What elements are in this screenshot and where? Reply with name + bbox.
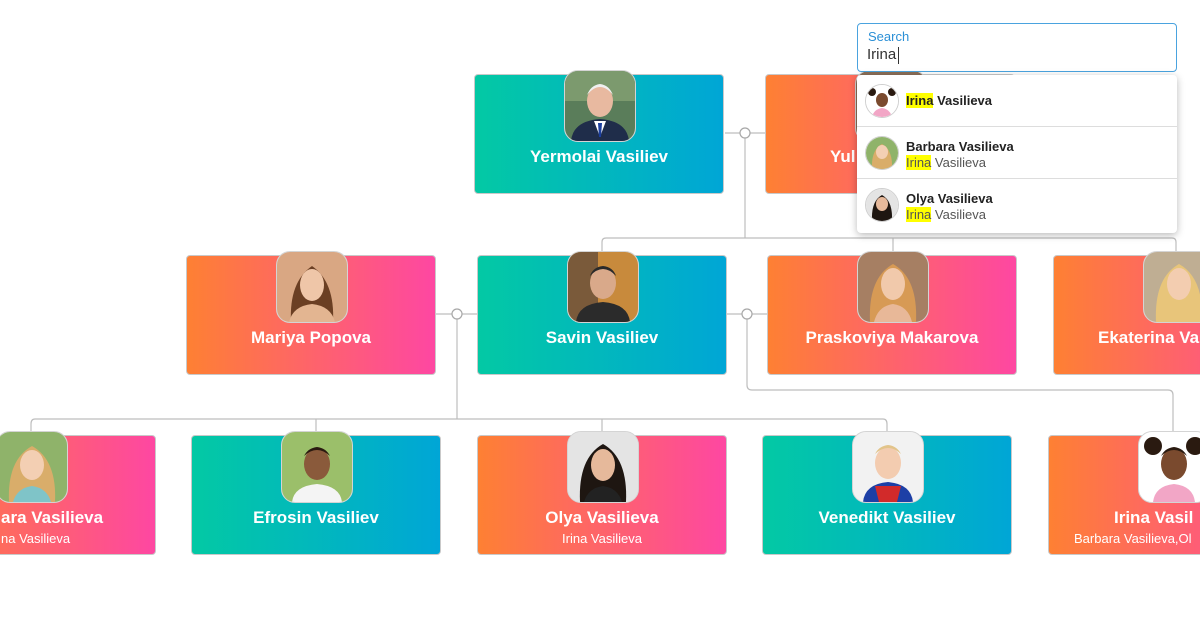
node-name: Ekaterina Va <box>1098 328 1200 348</box>
search-result-item[interactable]: Irina Vasilieva <box>857 75 1177 127</box>
search-input[interactable] <box>867 46 1162 63</box>
result-title: Olya Vasilieva <box>906 191 993 206</box>
node-mariya-popova[interactable]: Mariya Popova <box>186 255 436 375</box>
avatar <box>865 84 899 118</box>
avatar <box>865 188 899 222</box>
node-name: Mariya Popova <box>187 328 435 348</box>
avatar <box>276 251 348 323</box>
node-yermolai-vasiliev[interactable]: Yermolai Vasiliev <box>474 74 724 194</box>
avatar <box>1143 251 1200 323</box>
node-name: Efrosin Vasiliev <box>192 508 440 528</box>
result-title: Irina Vasilieva <box>906 93 992 108</box>
node-praskoviya-makarova[interactable]: Praskoviya Makarova <box>767 255 1017 375</box>
avatar <box>567 431 639 503</box>
node-name: Yermolai Vasiliev <box>475 147 723 167</box>
avatar <box>567 251 639 323</box>
node-efrosin-vasiliev[interactable]: Efrosin Vasiliev <box>191 435 441 555</box>
node-name: Venedikt Vasiliev <box>763 508 1011 528</box>
avatar <box>852 431 924 503</box>
search-result-item[interactable]: Olya Vasilieva Irina Vasilieva <box>857 179 1177 233</box>
avatar <box>1138 431 1200 503</box>
result-title: Barbara Vasilieva <box>906 139 1014 154</box>
node-olya-vasilieva[interactable]: Olya Vasilieva Irina Vasilieva <box>477 435 727 555</box>
node-name: Irina Vasil <box>1114 508 1200 528</box>
search-box[interactable]: Search <box>857 23 1177 72</box>
node-subtitle: Irina Vasilieva <box>478 531 726 546</box>
node-ekaterina[interactable]: Ekaterina Va <box>1053 255 1200 375</box>
node-savin-vasiliev[interactable]: Savin Vasiliev <box>477 255 727 375</box>
node-name: ara Vasilieva <box>1 508 155 528</box>
node-name: Praskoviya Makarova <box>768 328 1016 348</box>
node-irina-vasilieva[interactable]: Irina Vasil Barbara Vasilieva,Ol <box>1048 435 1200 555</box>
result-subtitle: Irina Vasilieva <box>906 155 986 170</box>
result-subtitle: Irina Vasilieva <box>906 207 986 222</box>
avatar <box>857 251 929 323</box>
node-barbara-vasilieva[interactable]: ara Vasilieva na Vasilieva <box>0 435 156 555</box>
search-label: Search <box>868 29 909 44</box>
search-result-item[interactable]: Barbara Vasilieva Irina Vasilieva <box>857 127 1177 179</box>
search-results-dropdown: Irina Vasilieva Barbara Vasilieva Irina … <box>857 75 1177 233</box>
node-subtitle: na Vasilieva <box>1 531 155 546</box>
text-caret <box>898 47 899 64</box>
avatar <box>281 431 353 503</box>
node-name: Olya Vasilieva <box>478 508 726 528</box>
node-name: Savin Vasiliev <box>478 328 726 348</box>
avatar <box>0 431 68 503</box>
avatar <box>865 136 899 170</box>
avatar <box>564 70 636 142</box>
node-venedikt-vasiliev[interactable]: Venedikt Vasiliev <box>762 435 1012 555</box>
node-subtitle: Barbara Vasilieva,Ol <box>1074 531 1200 546</box>
